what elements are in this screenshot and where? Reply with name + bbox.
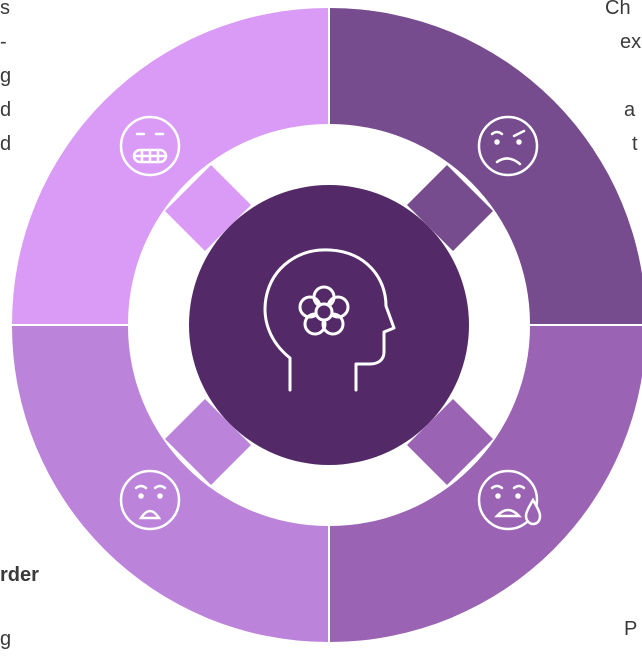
connector-bottom-left (165, 399, 251, 485)
anguished-face-icon (119, 469, 181, 531)
grimacing-face-icon (119, 115, 181, 177)
diagonal-connectors (165, 165, 493, 485)
text-line: d (0, 99, 12, 121)
center-circle (189, 185, 469, 465)
anxious-sweat-face-icon (477, 469, 542, 531)
text-line: d (0, 133, 12, 155)
text-line: ex (620, 31, 642, 53)
connector-bottom-right (407, 399, 493, 485)
connector-top-left (165, 165, 251, 251)
text-line: g (0, 65, 12, 87)
segment-bottom-right (330, 326, 642, 642)
text-line: a (624, 99, 636, 121)
text-line: Ch (605, 0, 631, 19)
text-line: t (632, 133, 638, 155)
head-with-flower-icon (263, 248, 396, 392)
bottom-right-text: P (624, 618, 638, 640)
segment-bottom-left (12, 326, 328, 642)
bottom-left-text: g (0, 628, 12, 650)
text-line: s (0, 0, 10, 19)
connector-top-right (407, 165, 493, 251)
frowning-face-icon (477, 115, 539, 177)
text-line: - (0, 31, 7, 53)
bottom-left-title: rder (0, 564, 39, 586)
